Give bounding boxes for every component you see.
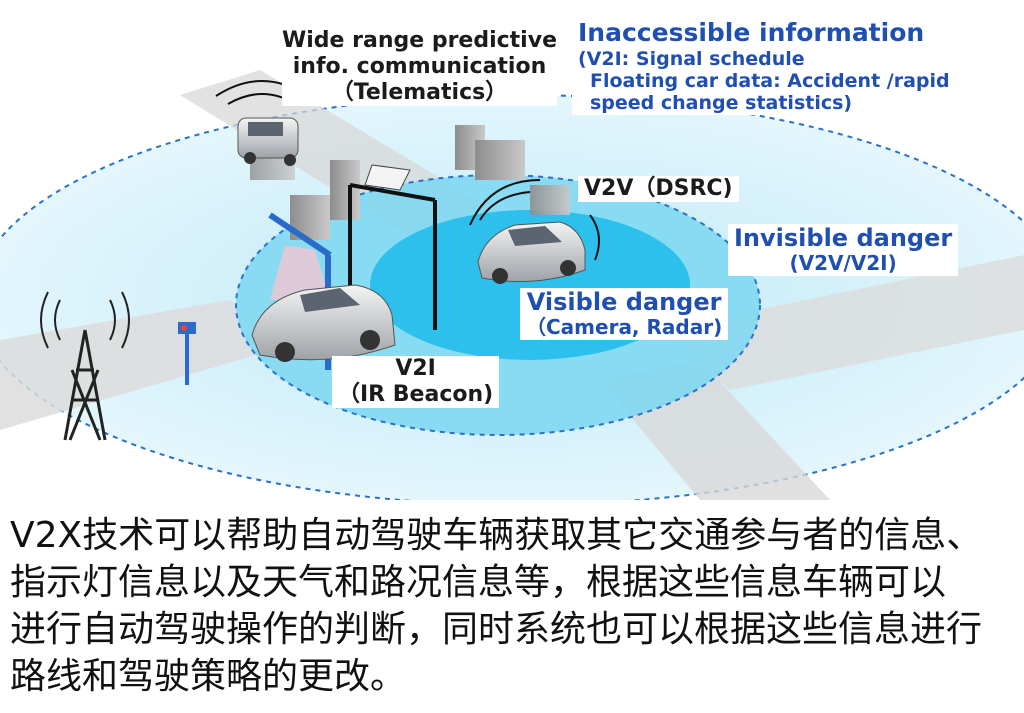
inaccessible-line-2: Floating car data: Accident /rapid <box>590 69 950 92</box>
car-left <box>251 284 396 362</box>
caption-text: V2X技术可以帮助自动驾驶车辆获取其它交通参与者的信息、 指示灯信息以及天气和路… <box>10 512 1014 700</box>
v2i-sub: （IR Beacon) <box>338 381 494 407</box>
caption-line-3: 进行自动驾驶操作的判断，同时系统也可以根据这些信息进行 <box>10 609 983 650</box>
caption-line-4: 路线和驾驶策略的更改。 <box>10 656 407 697</box>
inaccessible-info-label: Inaccessible information (V2I: Signal sc… <box>572 18 950 115</box>
visible-danger-label: Visible danger （Camera, Radar) <box>520 288 729 340</box>
inaccessible-line-3: speed change statistics) <box>590 92 853 115</box>
telematics-line-1: Wide range predictive <box>282 28 557 53</box>
radio-tower-icon <box>40 291 130 441</box>
invisible-danger-title: Invisible danger <box>734 224 953 252</box>
telematics-line-2: info. communication <box>292 53 547 79</box>
middle-dashed-ring <box>235 174 761 436</box>
inaccessible-line-1: (V2I: Signal schedule <box>578 47 805 70</box>
visible-danger-title: Visible danger <box>526 288 722 316</box>
traffic-signal <box>178 322 196 385</box>
inaccessible-title: Inaccessible information <box>578 18 925 47</box>
car-center <box>469 179 600 284</box>
telematics-label: Wide range predictive info. communicatio… <box>282 28 557 106</box>
v2i-label: V2I （IR Beacon) <box>332 356 500 408</box>
caption-line-2: 指示灯信息以及天气和路况信息等，根据这些信息车辆可以 <box>10 562 947 603</box>
road-right <box>660 255 1024 390</box>
diagram-canvas <box>0 70 1024 506</box>
telematics-line-3: （Telematics） <box>331 79 508 105</box>
v2v-label: V2V（DSRC) <box>578 176 739 202</box>
invisible-danger-label: Invisible danger (V2V/V2I) <box>728 224 959 276</box>
v2x-diagram: Wide range predictive info. communicatio… <box>0 18 1024 506</box>
v2i-title: V2I <box>395 356 436 381</box>
caption-line-1: V2X技术可以帮助自动驾驶车辆获取其它交通参与者的信息、 <box>10 515 983 556</box>
car-van <box>215 80 309 166</box>
invisible-danger-sub: (V2V/V2I) <box>789 251 897 276</box>
visible-danger-sub: （Camera, Radar) <box>526 315 723 340</box>
